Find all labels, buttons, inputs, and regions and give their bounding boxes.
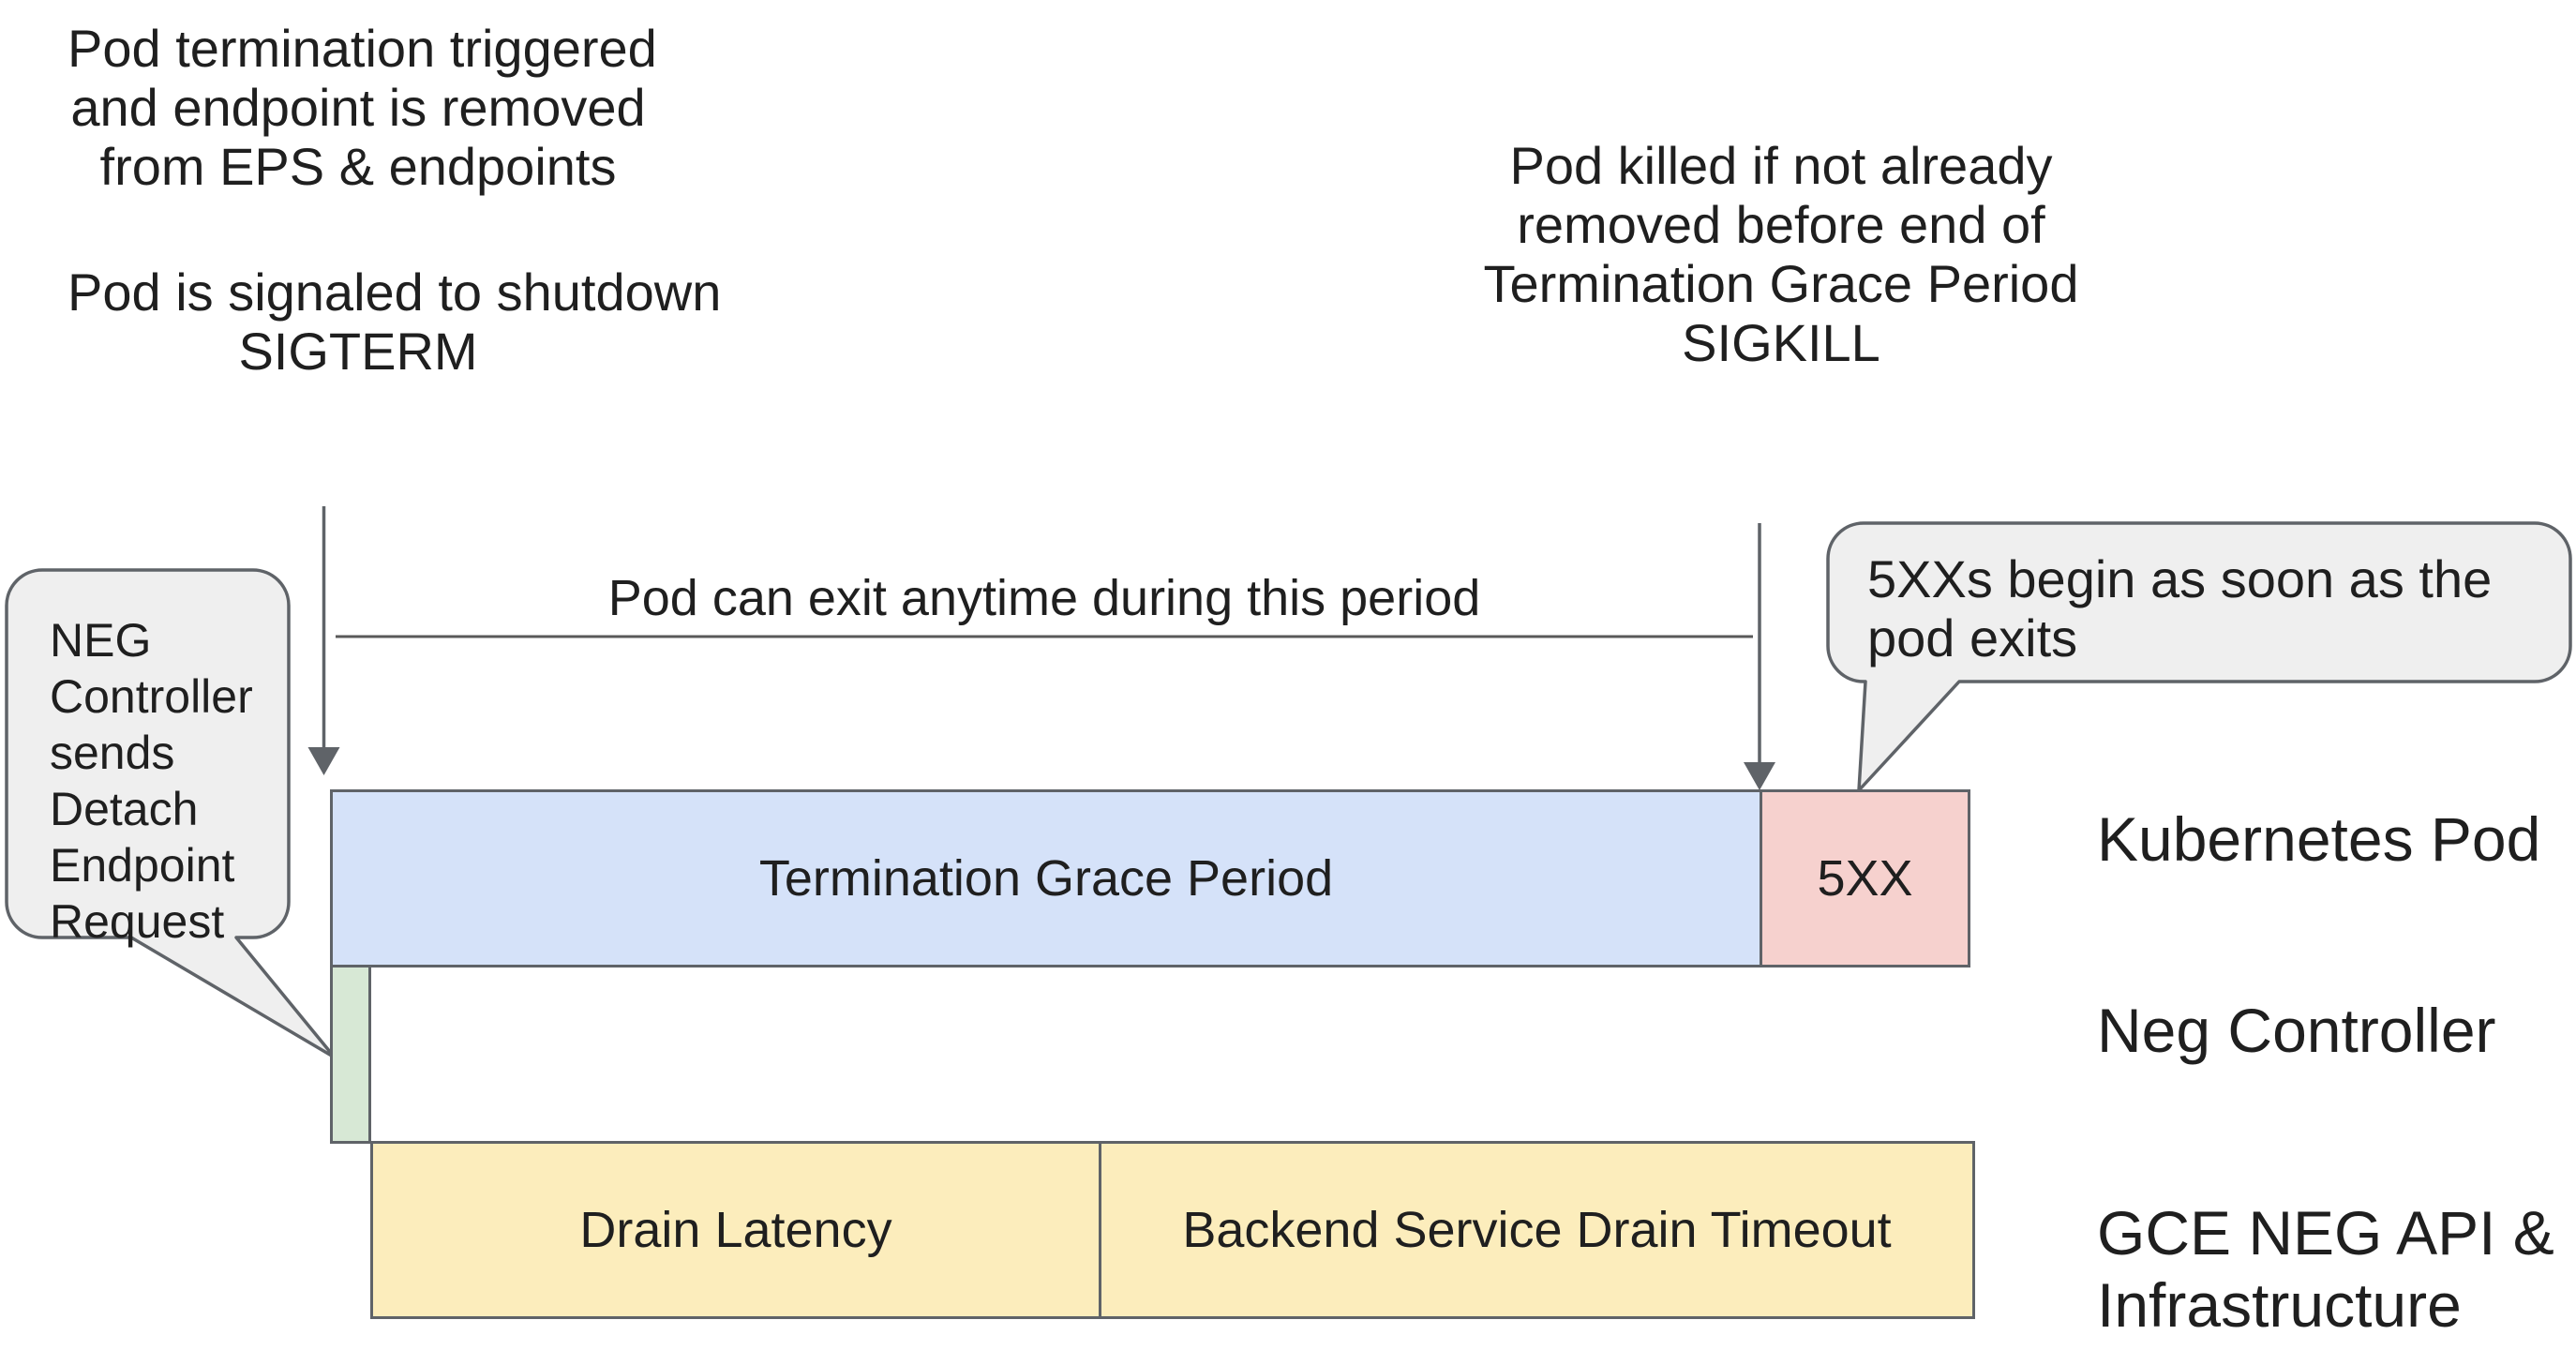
left-callout-bubble — [5, 568, 337, 1059]
backend-service-drain-timeout-segment: Backend Service Drain Timeout — [1099, 1144, 1972, 1316]
drain-latency-segment: Drain Latency — [373, 1144, 1099, 1316]
note-pod-termination-paragraph: Pod termination triggered and endpoint i… — [67, 19, 657, 196]
note-line: SIGTERM — [238, 322, 478, 381]
five-xx-bar: 5XX — [1760, 789, 1970, 968]
neg-controller-bar — [330, 965, 371, 1144]
right-callout-bubble — [1826, 521, 2572, 792]
callout-line: sends — [50, 727, 175, 779]
note-line: Pod termination triggered — [67, 19, 657, 78]
backend-service-drain-timeout-label: Backend Service Drain Timeout — [1182, 1202, 1892, 1258]
note-line: Pod killed if not already — [1509, 136, 2053, 195]
note-line: from EPS & endpoints — [99, 137, 617, 196]
termination-grace-period-bar: Termination Grace Period — [330, 789, 1762, 968]
row-label-kubernetes-pod: Kubernetes Pod — [2097, 804, 2541, 874]
callout-line: Request — [50, 895, 225, 948]
five-xx-label: 5XX — [1817, 850, 1913, 907]
row-label-line: GCE NEG API & — [2097, 1198, 2554, 1268]
callout-line: 5XXs begin as soon as the — [1867, 549, 2493, 608]
note-line: Pod is signaled to shutdown — [67, 262, 722, 322]
note-line: SIGKILL — [1682, 313, 1880, 372]
callout-line: Controller — [50, 670, 253, 723]
note-sigterm-paragraph: Pod is signaled to shutdown SIGTERM — [67, 262, 722, 381]
callout-line: Endpoint — [50, 839, 235, 892]
note-line: Termination Grace Period — [1483, 254, 2079, 313]
left-callout-text: NEG Controller sends Detach Endpoint Req… — [50, 612, 253, 950]
row-label-neg-controller: Neg Controller — [2097, 996, 2496, 1065]
right-callout-text: 5XXs begin as soon as the pod exits — [1867, 549, 2492, 668]
note-line: and endpoint is removed — [70, 78, 646, 137]
drain-latency-label: Drain Latency — [579, 1202, 892, 1258]
note-pod-termination: Pod termination triggered and endpoint i… — [67, 19, 722, 381]
callout-line: NEG — [50, 614, 152, 667]
termination-grace-period-label: Termination Grace Period — [758, 850, 1334, 907]
callout-line: pod exits — [1867, 608, 2078, 668]
sigkill-arrow — [1744, 523, 1775, 790]
note-line: removed before end of — [1517, 195, 2045, 254]
sigterm-arrow — [307, 506, 340, 775]
gce-drain-bar: Drain Latency Backend Service Drain Time… — [370, 1141, 1975, 1319]
exit-period-span-label: Pod can exit anytime during this period — [607, 570, 1481, 626]
callout-line: Detach — [50, 783, 199, 835]
note-pod-killed: Pod killed if not already removed before… — [1444, 136, 2119, 372]
row-label-gce-neg-api: GCE NEG API & Infrastructure — [2097, 1197, 2554, 1342]
row-label-line: Infrastructure — [2097, 1270, 2462, 1340]
